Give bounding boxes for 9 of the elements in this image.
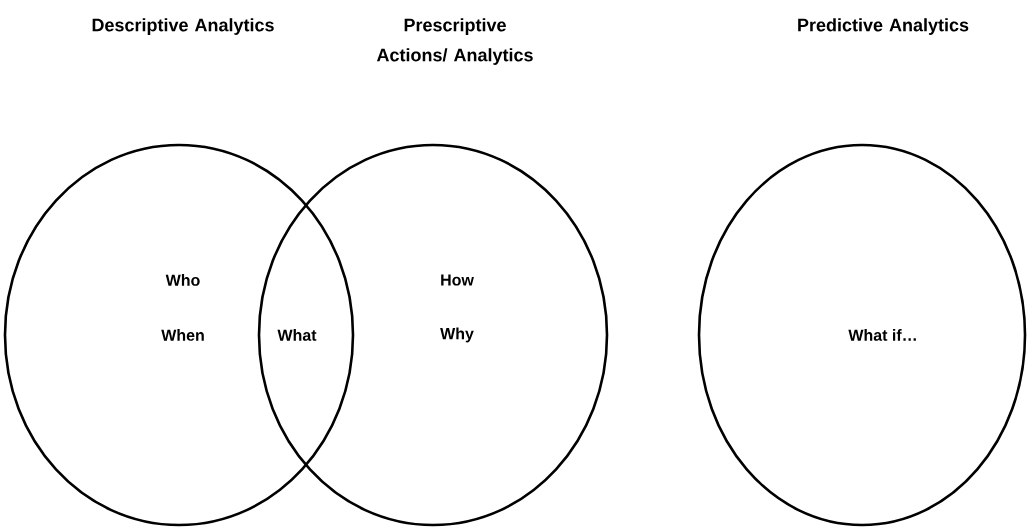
overlap-label: What: [277, 329, 317, 341]
heading: Prescriptive Actions/ Analytics: [376, 18, 533, 65]
heading: Predictive Analytics: [798, 18, 969, 35]
ellipse-label: When: [161, 329, 204, 341]
heading: Descriptive Analytics: [92, 18, 274, 35]
ellipse-label: What if…: [848, 329, 916, 341]
ellipse-label: Who: [165, 274, 200, 286]
ellipse-label: How: [441, 274, 474, 286]
ellipse-label: Why: [440, 327, 474, 343]
